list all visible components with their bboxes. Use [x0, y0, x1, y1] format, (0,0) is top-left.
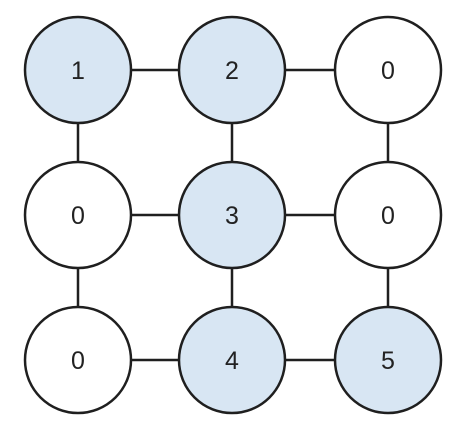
node-label: 2: [225, 57, 239, 85]
node-circle: [23, 160, 133, 270]
node-circle: [333, 160, 443, 270]
highlighted-node-circle: [333, 305, 443, 415]
node-label: 3: [225, 202, 239, 230]
highlighted-node-circle: [177, 160, 287, 270]
nodes-layer: 1 2 0 0 3 0 0 4 5: [23, 15, 443, 415]
grid-node-r0-c0: 1: [23, 15, 133, 125]
highlighted-node-circle: [177, 15, 287, 125]
edges-layer: [76, 68, 390, 362]
node-label: 0: [71, 202, 85, 230]
node-circle: [333, 15, 443, 125]
node-label: 0: [71, 347, 85, 375]
grid-node-r0-c2: 0: [333, 15, 443, 125]
highlighted-node-circle: [23, 15, 133, 125]
node-label: 0: [381, 202, 395, 230]
node-label: 0: [381, 57, 395, 85]
grid-node-r2-c0: 0: [23, 305, 133, 415]
node-label: 1: [71, 57, 85, 85]
grid-node-r2-c2: 5: [333, 305, 443, 415]
node-label: 5: [381, 347, 395, 375]
grid-node-r0-c1: 2: [177, 15, 287, 125]
grid-node-r1-c1: 3: [177, 160, 287, 270]
grid-node-r1-c0: 0: [23, 160, 133, 270]
grid-node-r1-c2: 0: [333, 160, 443, 270]
node-label: 4: [225, 347, 239, 375]
highlighted-node-circle: [177, 305, 287, 415]
grid-node-r2-c1: 4: [177, 305, 287, 415]
node-circle: [23, 305, 133, 415]
